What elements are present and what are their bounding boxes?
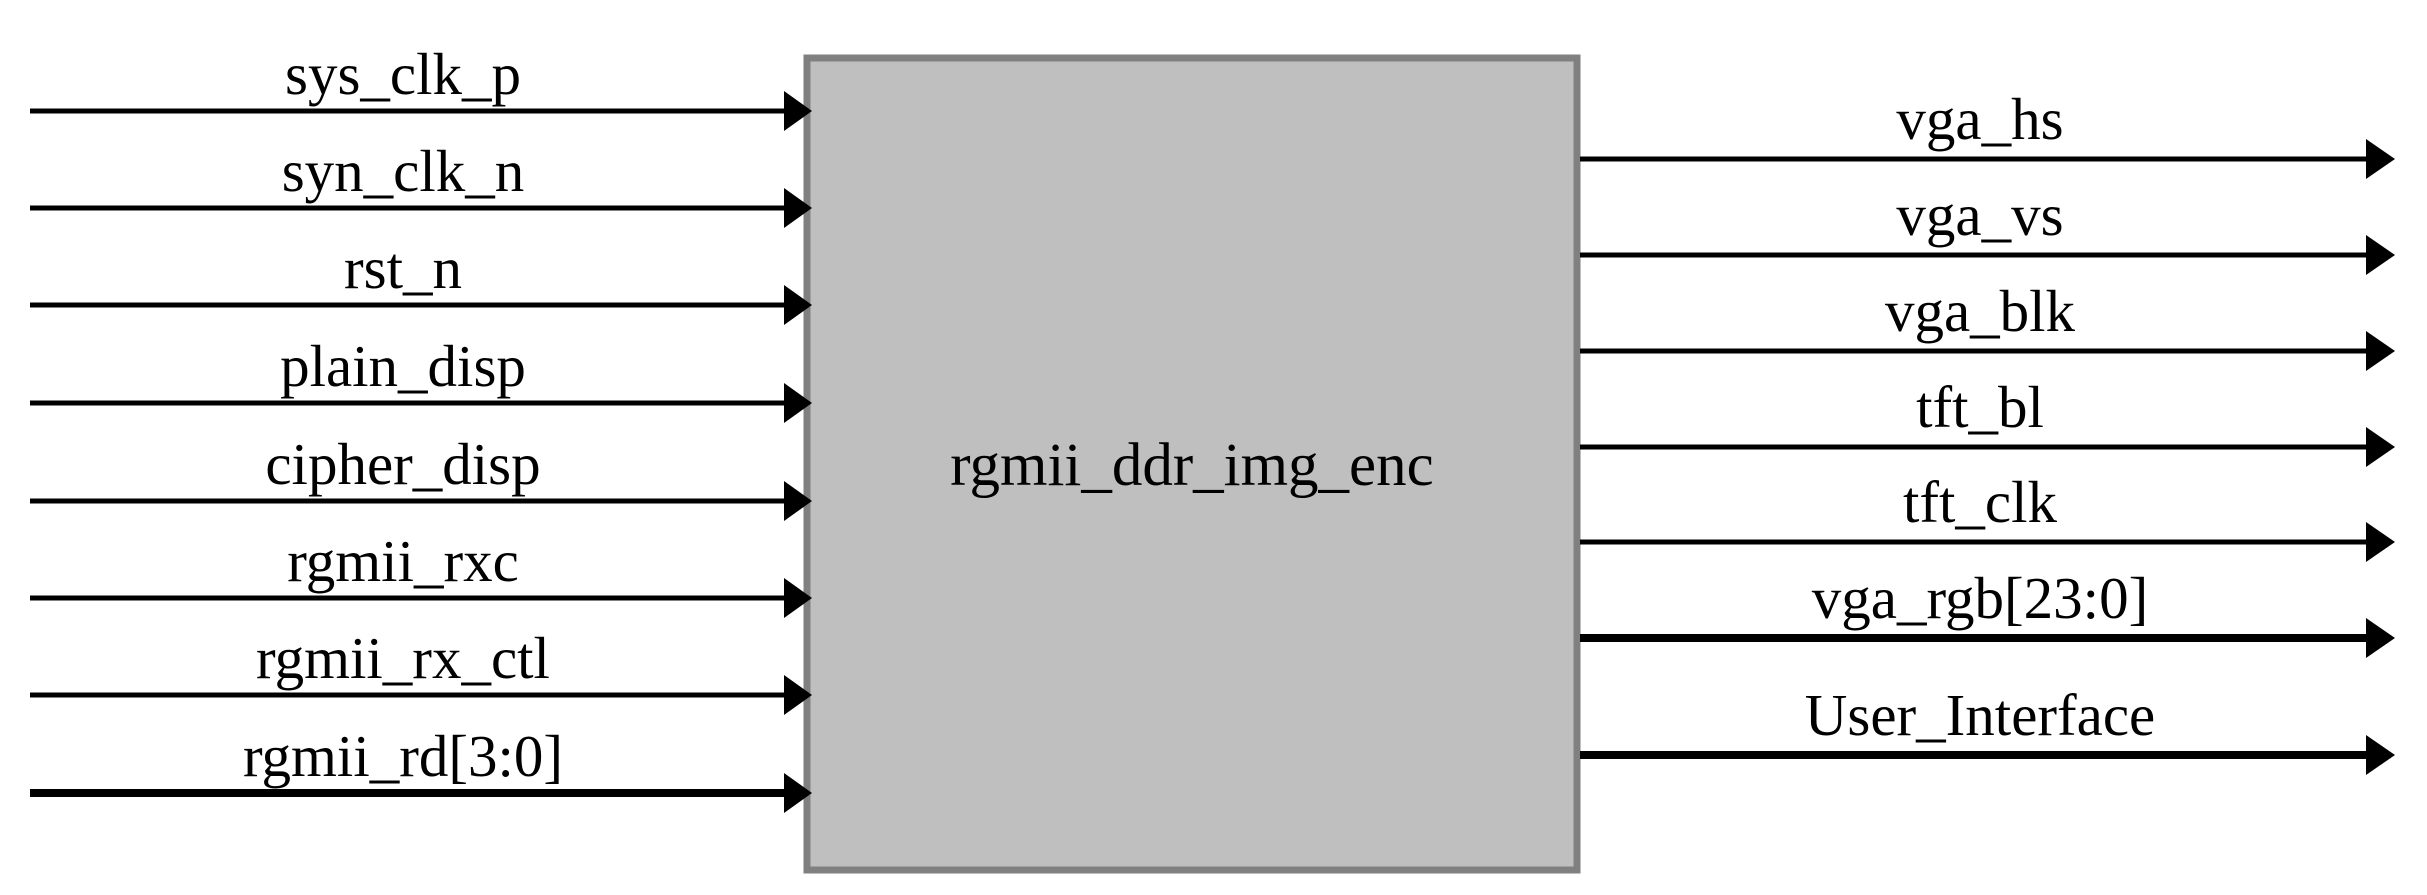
input-label: cipher_disp [265,431,540,497]
output-arrowhead-icon [2366,139,2395,179]
input-label: sys_clk_p [285,41,521,107]
input-label: syn_clk_n [282,138,525,204]
module-name: rgmii_ddr_img_enc [950,432,1433,499]
input-label: rst_n [344,235,462,301]
input-label: plain_disp [280,333,526,399]
input-signal-rst-n: rst_n [30,235,812,325]
output-label: tft_bl [1916,374,2044,440]
output-arrowhead-icon [2366,427,2395,467]
output-signal-vga-rgb-23-0: vga_rgb[23:0] [1580,565,2395,658]
input-arrowhead-icon [784,773,812,813]
input-arrowhead-icon [784,285,812,325]
input-arrowhead-icon [784,383,812,423]
input-signal-rgmii-rxc: rgmii_rxc [30,528,812,618]
input-signal-rgmii-rd-3-0: rgmii_rd[3:0] [30,723,812,813]
module-block [803,54,1581,874]
output-signal-user-interface: User_Interface [1580,682,2395,775]
input-signal-sys-clk-p: sys_clk_p [30,41,812,131]
output-arrowhead-icon [2366,618,2395,658]
output-arrowhead-icon [2366,522,2395,562]
input-ports: sys_clk_p syn_clk_n rst_n plain_disp cipher_… [30,41,812,813]
output-arrowhead-icon [2366,331,2395,371]
output-label: tft_clk [1903,469,2058,535]
input-signal-plain-disp: plain_disp [30,333,812,423]
output-arrowhead-icon [2366,735,2395,775]
output-signal-vga-blk: vga_blk [1580,278,2395,371]
output-label: vga_vs [1896,182,2063,248]
output-label: vga_blk [1885,278,2076,344]
output-arrowhead-icon [2366,235,2395,275]
input-signal-rgmii-rx-ctl: rgmii_rx_ctl [30,625,812,715]
output-label: vga_hs [1896,86,2063,152]
input-arrowhead-icon [784,91,812,131]
output-label: User_Interface [1805,682,2156,748]
input-signal-cipher-disp: cipher_disp [30,431,812,521]
output-signal-vga-hs: vga_hs [1580,86,2395,179]
output-label: vga_rgb[23:0] [1812,565,2148,631]
output-signal-tft-clk: tft_clk [1580,469,2395,562]
output-signal-vga-vs: vga_vs [1580,182,2395,275]
output-signal-tft-bl: tft_bl [1580,374,2395,467]
input-label: rgmii_rx_ctl [256,625,550,691]
input-arrowhead-icon [784,578,812,618]
input-arrowhead-icon [784,481,812,521]
input-label: rgmii_rd[3:0] [243,723,563,789]
input-signal-syn-clk-n: syn_clk_n [30,138,812,228]
output-ports: vga_hs vga_vs vga_blk tft_bl tft_clk vga_rgb[… [1580,86,2395,775]
input-label: rgmii_rxc [287,528,519,594]
input-arrowhead-icon [784,188,812,228]
input-arrowhead-icon [784,675,812,715]
